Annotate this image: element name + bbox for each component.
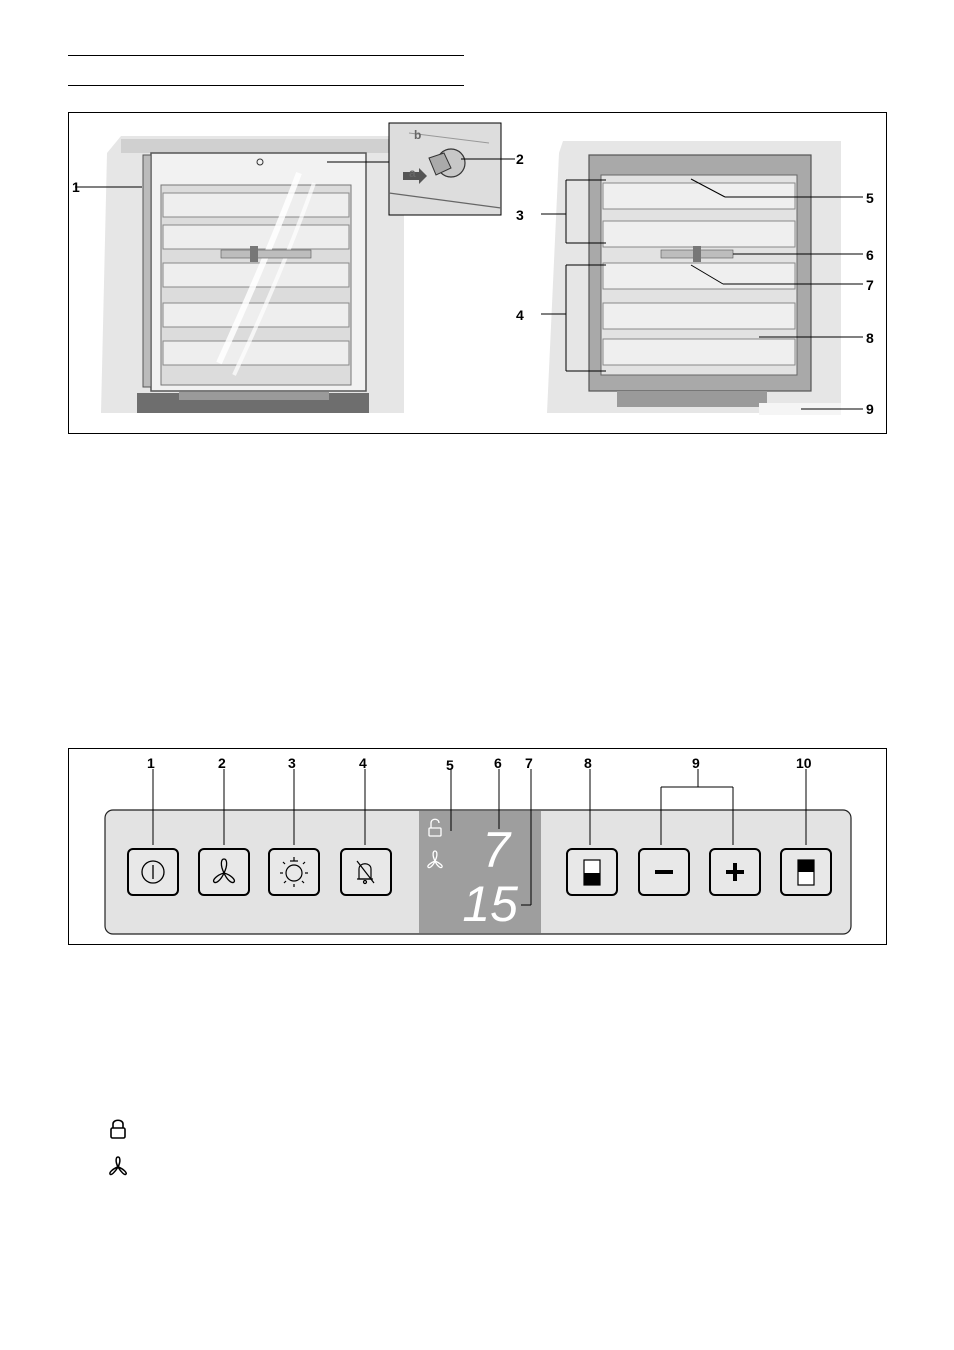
lower-zone-select-button[interactable] [567, 849, 617, 895]
appliance-left-view: 1 [72, 136, 404, 413]
panel-label-4: 4 [359, 755, 367, 771]
fig1-label-4: 4 [516, 307, 524, 323]
appliance-illustration: 1 b a 2 3 [69, 113, 888, 435]
panel-label-1: 1 [147, 755, 155, 771]
minus-icon [655, 870, 673, 874]
display-top-value: 7 [482, 822, 512, 878]
fan-icon [106, 1154, 130, 1178]
panel-label-10: 10 [796, 755, 812, 771]
inset-label-a: a [409, 166, 416, 180]
fig1-label-7: 7 [866, 277, 874, 293]
panel-label-7: 7 [525, 755, 533, 771]
panel-label-5: 5 [446, 757, 454, 773]
fig1-label-8: 8 [866, 330, 874, 346]
display-bottom-value: 15 [462, 876, 518, 932]
header-rule-top [68, 55, 464, 56]
fig1-label-2: 2 [516, 151, 524, 167]
lower-zone-icon [584, 860, 600, 885]
figure-control-panel: 1 2 3 4 5 6 7 8 9 10 [68, 748, 887, 945]
panel-label-2: 2 [218, 755, 226, 771]
appliance-right-view: 3 4 5 6 7 8 9 [516, 141, 874, 417]
panel-label-6: 6 [494, 755, 502, 771]
panel-label-9: 9 [692, 755, 700, 771]
fig1-label-3: 3 [516, 207, 524, 223]
minus-button[interactable] [639, 849, 689, 895]
header-rule-bottom [68, 85, 464, 86]
control-panel-illustration: 1 2 3 4 5 6 7 8 9 10 [69, 749, 888, 946]
figure-appliance: 1 b a 2 3 [68, 112, 887, 434]
panel-label-8: 8 [584, 755, 592, 771]
fig1-label-9: 9 [866, 401, 874, 417]
power-button[interactable] [128, 849, 178, 895]
fan-button[interactable] [199, 849, 249, 895]
inset-label-b: b [414, 128, 421, 142]
upper-zone-select-button[interactable] [781, 849, 831, 895]
fig1-label-6: 6 [866, 247, 874, 263]
panel-label-3: 3 [288, 755, 296, 771]
lock-icon [106, 1117, 130, 1141]
fig1-label-1: 1 [72, 179, 80, 195]
upper-zone-icon [798, 860, 814, 885]
alarm-off-button[interactable] [341, 849, 391, 895]
light-button[interactable] [269, 849, 319, 895]
fig1-label-5: 5 [866, 190, 874, 206]
plus-button[interactable] [710, 849, 760, 895]
